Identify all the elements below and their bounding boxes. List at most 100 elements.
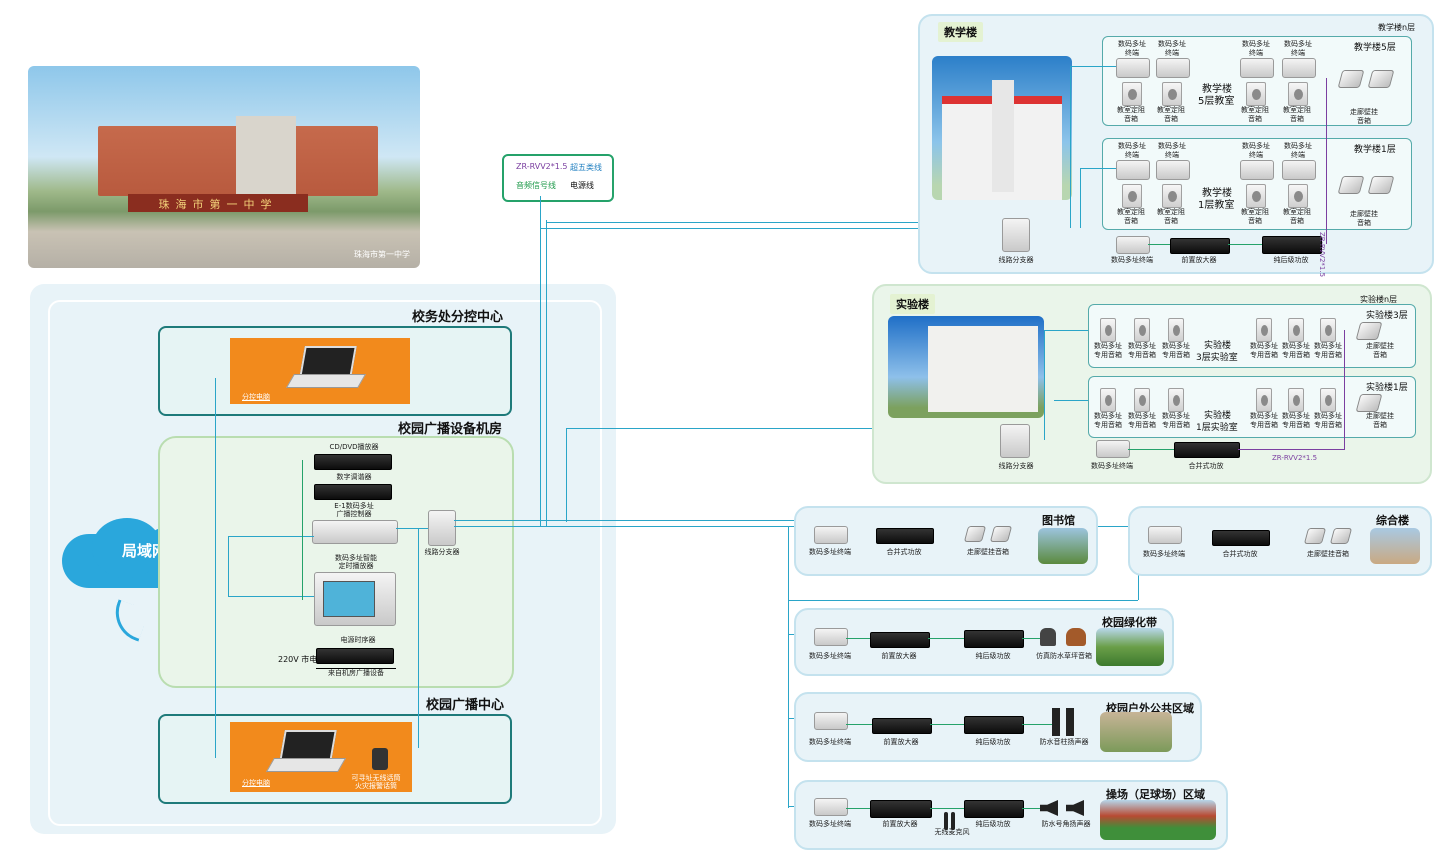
audio-line (930, 808, 964, 809)
power-amp (964, 800, 1024, 818)
outdoor-preamp-label: 前置放大器 (883, 738, 919, 746)
school-sign-wall (128, 194, 308, 212)
terminal-device (814, 712, 848, 730)
connection-line (1044, 330, 1045, 440)
terminal-device (1116, 58, 1150, 78)
microphone-icon (372, 748, 388, 770)
terminal-device (1096, 440, 1130, 458)
splitter-label: 线路分支器 (998, 256, 1034, 264)
lab-speaker-label: 数码多址专用音箱 (1282, 342, 1310, 359)
rock-speaker-icon (1066, 628, 1086, 646)
speaker-label: 教室定阻音箱 (1117, 208, 1145, 225)
complex-title: 综合楼 (1376, 514, 1409, 527)
dvd-player (314, 454, 392, 470)
lab-speaker (1100, 388, 1116, 412)
lab-speaker (1256, 318, 1272, 342)
terminal-device (814, 798, 848, 816)
lab-speaker (1134, 388, 1150, 412)
connection-line (1054, 400, 1088, 401)
preamp (870, 632, 930, 648)
lab-floors-label: 实验楼n层 (1360, 295, 1398, 304)
speaker-label: 教室定阻音箱 (1283, 106, 1311, 123)
field-title: 操场（足球场）区域 (1106, 788, 1205, 801)
complex-amp-label: 合并式功放 (1222, 550, 1258, 558)
audio-line (1022, 638, 1040, 639)
library-title: 图书馆 (1042, 514, 1075, 527)
lab-title: 实验楼 (890, 294, 935, 314)
connection-line (396, 528, 428, 529)
outdoor-speaker-label: 防水音柱扬声器 (1039, 738, 1089, 746)
connection-line (1070, 66, 1071, 228)
amp-label: 合并式功放 (1188, 462, 1224, 470)
audio-line (930, 724, 964, 725)
amp-label: 纯后级功放 (1273, 256, 1309, 264)
audio-line (302, 460, 303, 600)
timer-label-1: 数码多址智能 (335, 554, 377, 562)
bottom-terminal-label: 数码多址终端 (1091, 462, 1133, 470)
preamp (872, 718, 932, 734)
backbone-line (566, 428, 567, 522)
connection-line (1080, 168, 1081, 228)
mic-label-2: 火灾报警话筒 (355, 782, 397, 790)
wall-speaker-label: 走廊壁挂音箱 (1366, 342, 1394, 359)
lab-speaker (1100, 318, 1116, 342)
lab-speaker-label: 数码多址专用音箱 (1128, 412, 1156, 429)
speaker-label: 教室定阻音箱 (1241, 106, 1269, 123)
lab-speaker-label: 数码多址专用音箱 (1250, 412, 1278, 429)
backbone-line (566, 428, 1002, 429)
broadcast-center-pc-label: 分控电脑 (242, 779, 270, 787)
integrated-amp (1174, 442, 1240, 458)
classroom1-label-2: 1层教室 (1198, 200, 1235, 211)
complex-photo (1370, 528, 1420, 564)
connection-line (1080, 168, 1116, 169)
teaching-tower (992, 80, 1014, 192)
lab-speaker-label: 数码多址专用音箱 (1128, 342, 1156, 359)
lab-speaker-label: 数码多址专用音箱 (1094, 342, 1122, 359)
line-splitter (1000, 424, 1030, 458)
terminal-device (1240, 58, 1274, 78)
terminal-label: 数码多址终端 (1284, 40, 1312, 57)
power-amp (964, 716, 1024, 734)
lan-label: 局域网 (122, 542, 168, 560)
teaching-floors-label: 教学楼n层 (1378, 23, 1416, 32)
control-center-title: 校务处分控中心 (412, 310, 504, 325)
school-tower (236, 116, 296, 196)
preamp (870, 800, 932, 818)
tuner-label: 数字调谐器 (336, 473, 372, 481)
backbone-line (788, 600, 1138, 601)
preamp (1170, 238, 1230, 254)
column-speaker-icon (1052, 708, 1060, 736)
lab-room3-label-2: 3层实验室 (1196, 353, 1238, 363)
terminal-label: 数码多址终端 (1284, 142, 1312, 159)
classroom-speaker (1288, 82, 1308, 106)
lab-speaker-label: 数码多址专用音箱 (1094, 412, 1122, 429)
outdoor-title: 校园户外公共区域 (1106, 702, 1194, 715)
lab-speaker-label: 数码多址专用音箱 (1162, 342, 1190, 359)
group-label: 来自机房广播设备 (316, 668, 396, 678)
backbone-line (1138, 552, 1139, 600)
terminal-device (814, 628, 848, 646)
controller-label-2: 广播控制器 (336, 510, 372, 518)
teaching-cable-label: ZR-RVV2*1.5 (1318, 232, 1326, 278)
lab-cable-label: ZR-RVV2*1.5 (1272, 454, 1318, 462)
lab-floor3-label: 实验楼3层 (1366, 311, 1408, 321)
integrated-amp (876, 528, 934, 544)
lab-building-shape (928, 326, 1038, 412)
power-amp (1262, 236, 1322, 254)
lab-speaker-label: 数码多址专用音箱 (1282, 412, 1310, 429)
connection-line (1044, 330, 1088, 331)
terminal-device (1116, 160, 1150, 180)
wall-speaker-label: 走廊壁挂音箱 (1350, 108, 1378, 125)
speaker-label: 教室定阻音箱 (1157, 106, 1185, 123)
green-preamp-label: 前置放大器 (881, 652, 917, 660)
wireless-mic-icon (942, 812, 958, 830)
lab-speaker-label: 数码多址专用音箱 (1314, 342, 1342, 359)
legend-cable: ZR-RVV2*1.5 (516, 162, 568, 171)
field-photo (1100, 800, 1216, 840)
broadcast-controller (312, 520, 398, 544)
speaker-label: 教室定阻音箱 (1283, 208, 1311, 225)
classroom-speaker (1246, 184, 1266, 208)
bottom-terminal-label: 数码多址终端 (1111, 256, 1153, 264)
lab-speaker (1288, 388, 1304, 412)
audio-line (1022, 724, 1052, 725)
